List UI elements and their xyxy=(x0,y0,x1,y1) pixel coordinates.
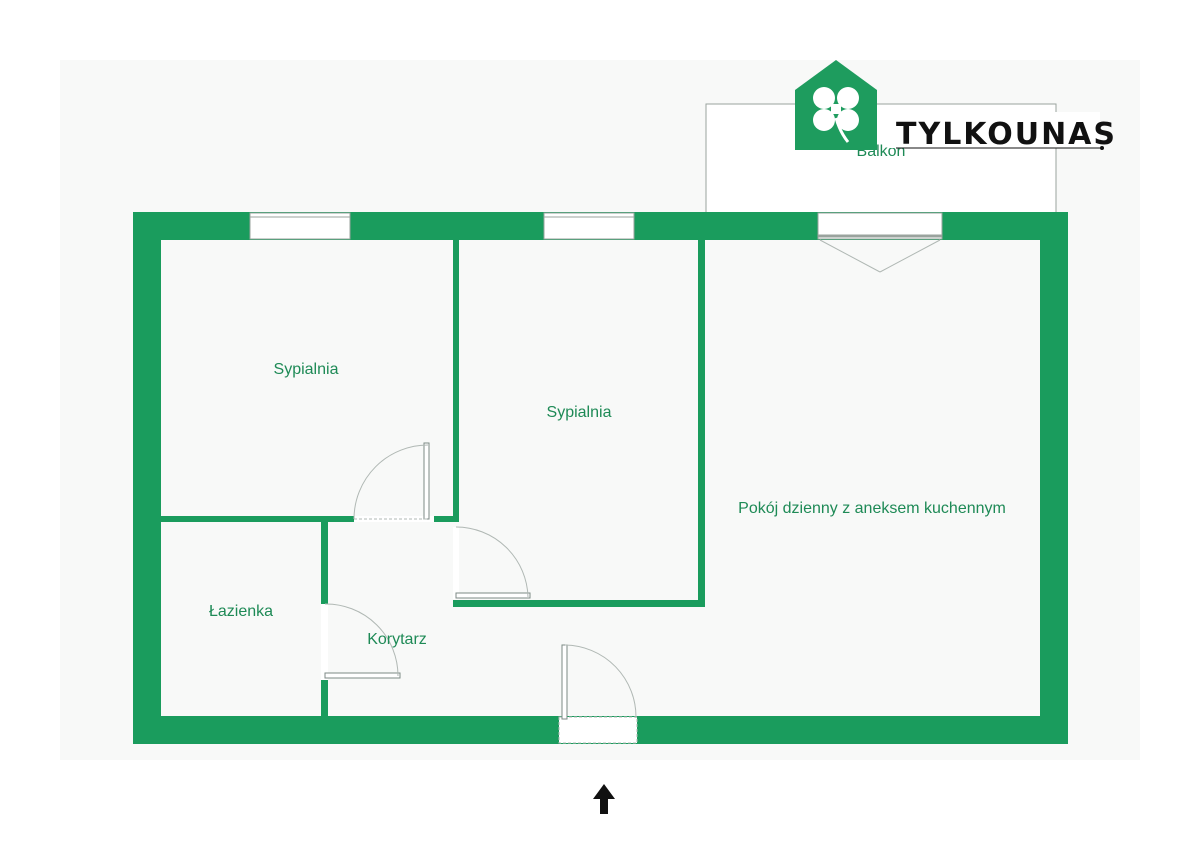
brand-name: TYLKOUNAS xyxy=(896,117,1117,152)
door-opening-bedroom-2 xyxy=(453,527,459,599)
room-label-bathroom: Łazienka xyxy=(209,603,273,620)
doors xyxy=(324,442,637,720)
room-label-bedroom-1: Sypialnia xyxy=(274,361,339,378)
windows xyxy=(249,212,943,273)
door-leaf-entrance xyxy=(561,644,568,720)
door-swing-bedroom-2 xyxy=(455,526,529,598)
room-label-living-room: Pokój dzienny z aneksem kuchennym xyxy=(738,500,1006,517)
door-swing-bedroom-1 xyxy=(353,444,429,520)
door-leaf-bathroom xyxy=(324,672,401,679)
brand-text-backdrop xyxy=(890,112,1100,148)
clover-house-icon xyxy=(795,60,877,150)
door-leaf-bedroom-1 xyxy=(423,442,430,520)
balcony-door-swing xyxy=(819,239,941,273)
entrance-door-opening xyxy=(558,716,638,744)
entrance-arrow-icon xyxy=(593,784,615,814)
door-opening-bathroom xyxy=(321,604,328,680)
room-label-bedroom-2: Sypialnia xyxy=(547,404,612,421)
door-swing-bathroom xyxy=(324,603,399,677)
room-label-corridor: Korytarz xyxy=(367,631,427,648)
door-leaf-bedroom-2 xyxy=(455,592,531,599)
door-swing-entrance xyxy=(564,644,637,719)
